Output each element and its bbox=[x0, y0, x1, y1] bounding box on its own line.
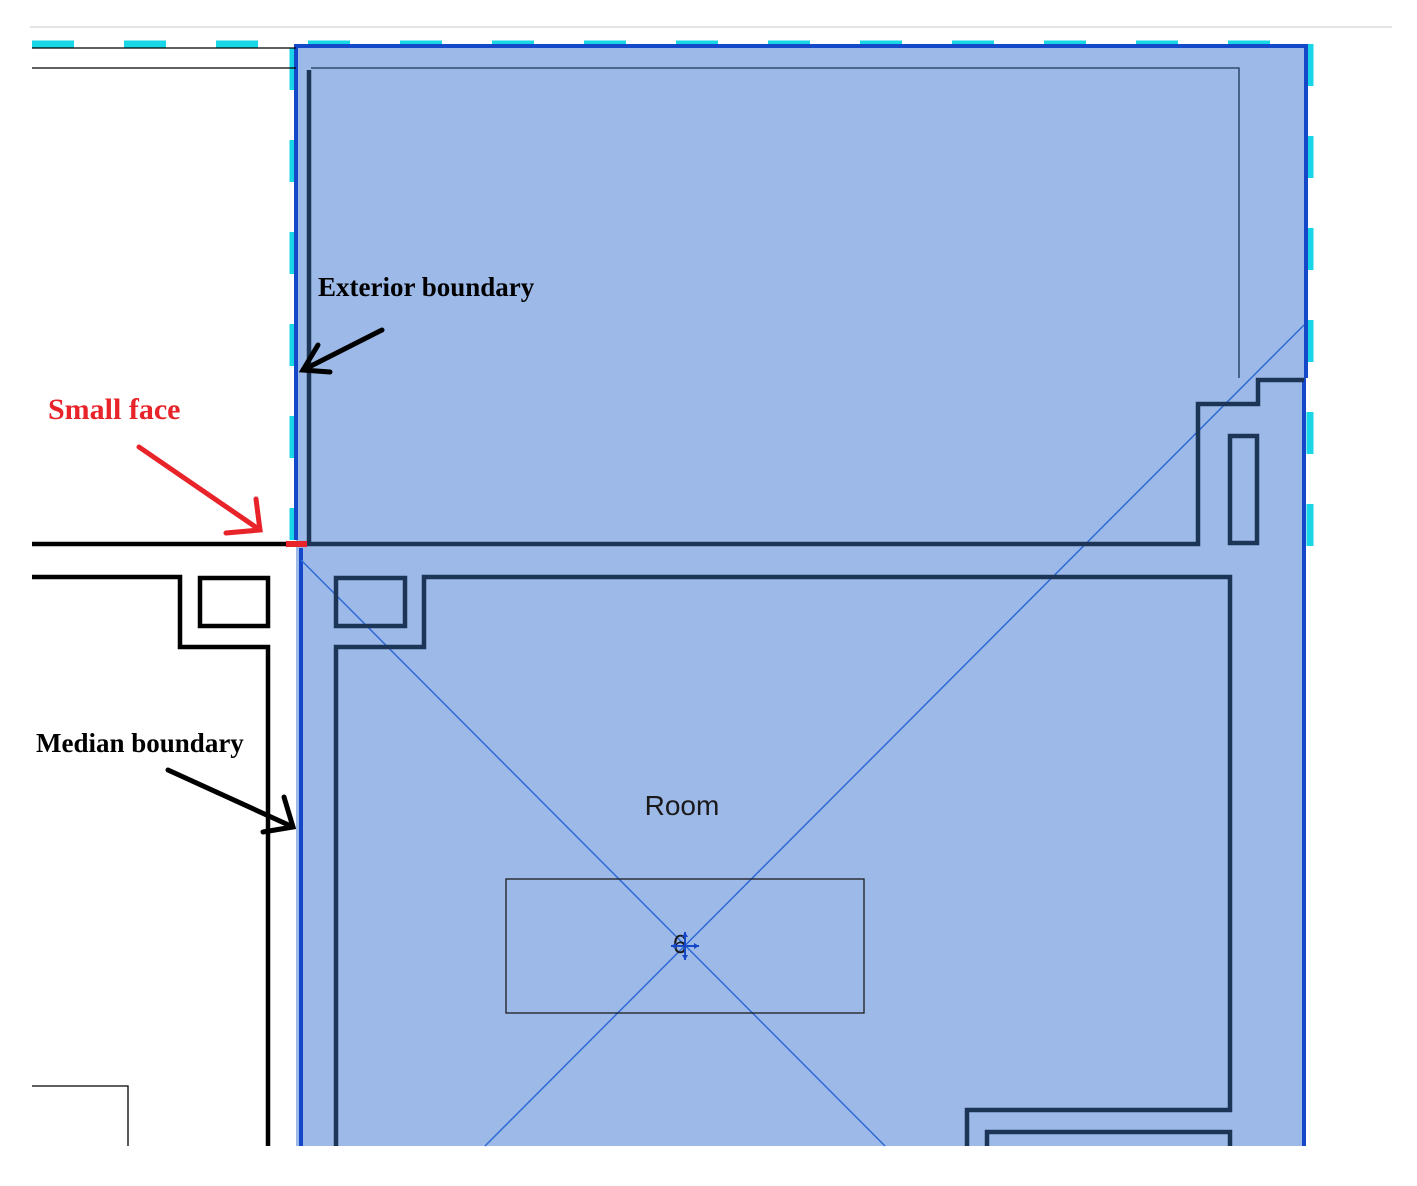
exterior-boundary-arrow bbox=[298, 327, 385, 375]
upper-room-walls bbox=[303, 70, 1304, 547]
small-face-arrow bbox=[136, 444, 263, 536]
median-boundary-label: Median boundary bbox=[36, 728, 244, 758]
upper-room-inner-line bbox=[311, 67, 1240, 378]
room-outline bbox=[294, 44, 1308, 1146]
room-tag-box bbox=[505, 878, 865, 1014]
room-region bbox=[296, 46, 1306, 1146]
move-arrows-icon[interactable] bbox=[671, 932, 699, 960]
room-diagonals bbox=[300, 324, 1305, 1147]
left-exterior-lines bbox=[32, 47, 296, 1146]
exterior-boundary-label: Exterior boundary bbox=[318, 272, 535, 302]
median-boundary-arrow bbox=[165, 767, 297, 835]
lower-room-walls bbox=[333, 574, 1233, 1146]
small-face-label: Small face bbox=[48, 393, 180, 426]
selection-dashed-boundary bbox=[32, 40, 1314, 560]
left-room-walls bbox=[32, 541, 288, 1146]
room-name-label: Room bbox=[645, 790, 720, 821]
